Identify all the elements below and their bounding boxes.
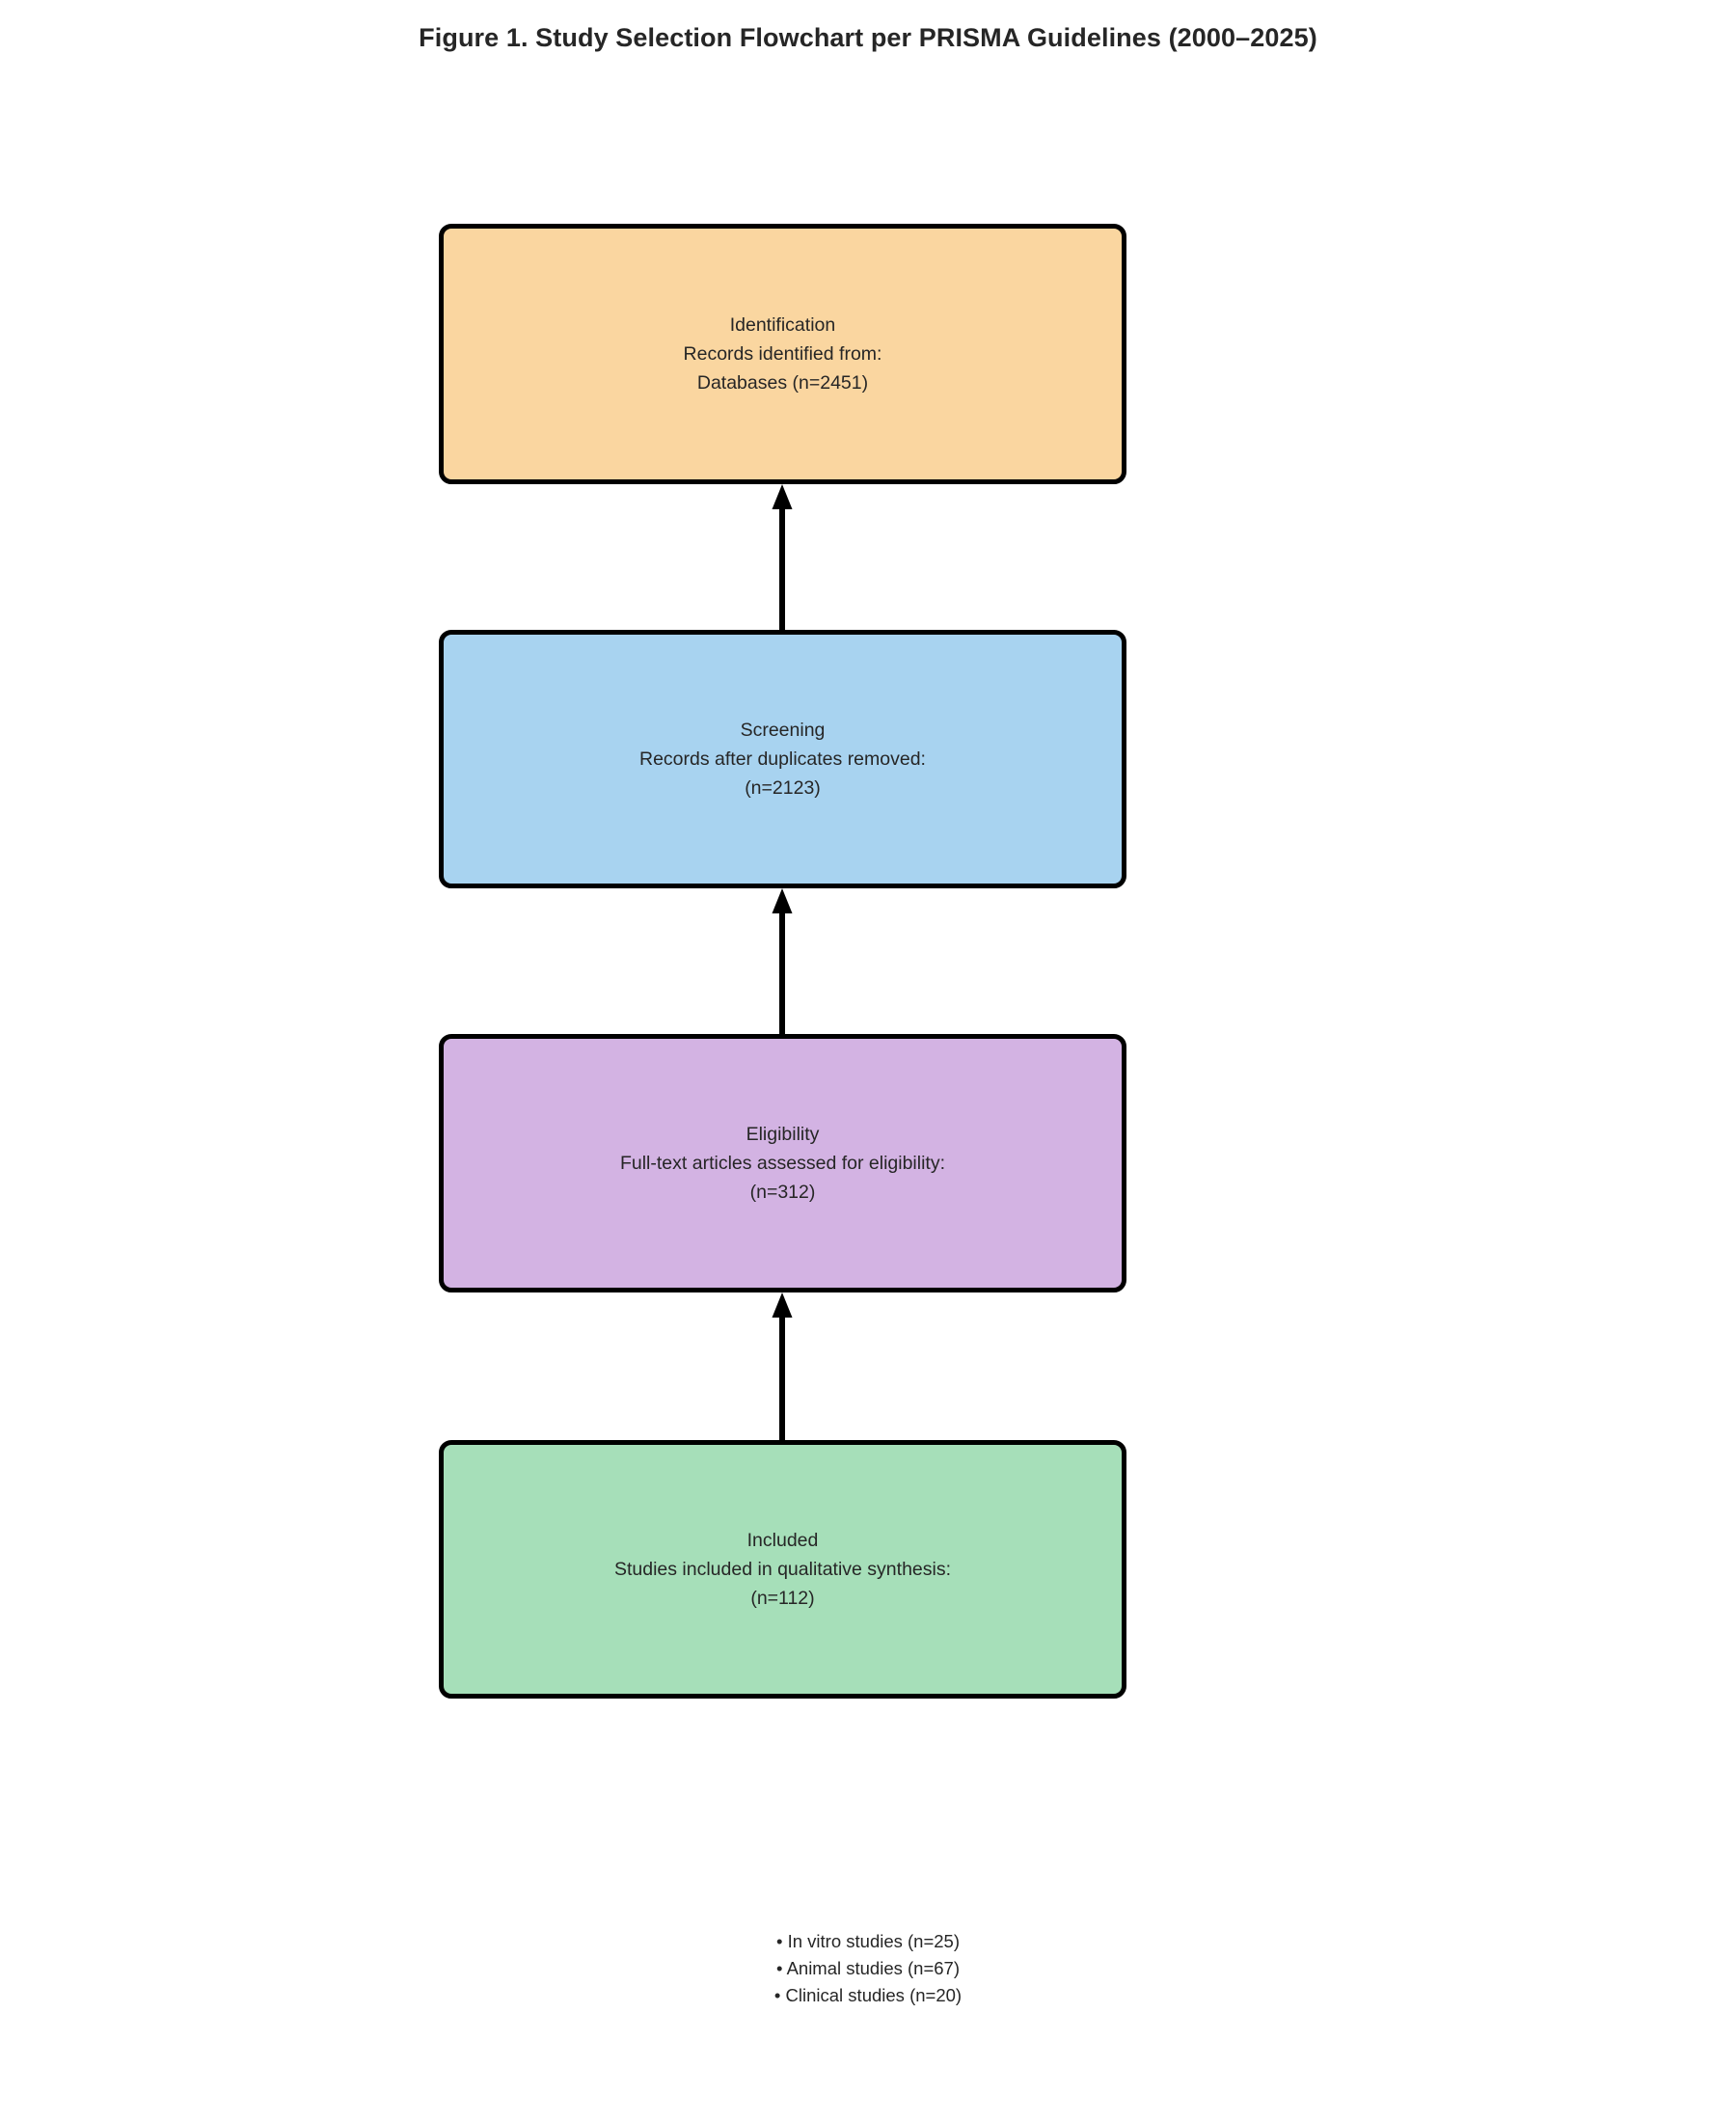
- list-item: • Clinical studies (n=20): [773, 1985, 963, 2005]
- list-item: • In vitro studies (n=25): [775, 1931, 961, 1951]
- arrow-up-icon: [772, 888, 793, 1034]
- flow-node-included[interactable]: Included Studies included in qualitative…: [439, 1440, 1126, 1699]
- flow-node-label: Identification Records identified from: …: [683, 314, 882, 394]
- list-item: • Animal studies (n=67): [775, 1958, 961, 1978]
- flow-node-screening[interactable]: Screening Records after duplicates remov…: [439, 630, 1126, 888]
- flow-node-label: Included Studies included in qualitative…: [613, 1530, 952, 1609]
- flow-node-identification[interactable]: Identification Records identified from: …: [439, 224, 1126, 484]
- flow-node-label: Screening Records after duplicates remov…: [639, 720, 926, 799]
- flow-node-label: Eligibility Full-text articles assessed …: [619, 1124, 946, 1203]
- arrow-up-icon: [772, 484, 793, 630]
- arrow-up-icon: [772, 1292, 793, 1440]
- breakdown-note-list: • In vitro studies (n=25) • Animal studi…: [0, 1928, 1736, 2009]
- page-title: Figure 1. Study Selection Flowchart per …: [419, 23, 1317, 52]
- flow-node-eligibility[interactable]: Eligibility Full-text articles assessed …: [439, 1034, 1126, 1292]
